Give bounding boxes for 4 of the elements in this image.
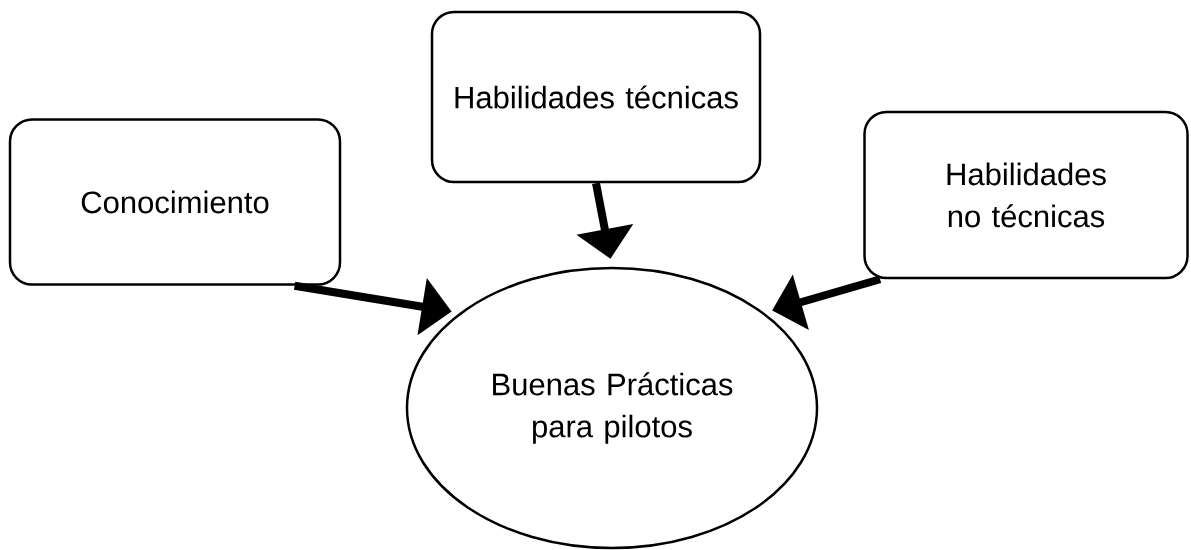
ellipse-node: Buenas Prácticas para pilotos xyxy=(405,266,819,550)
rounded-box: Habilidades técnicas xyxy=(430,10,762,184)
rounded-box: Habilidades no técnicas xyxy=(863,110,1189,280)
rounded-box: Conocimiento xyxy=(8,118,342,286)
